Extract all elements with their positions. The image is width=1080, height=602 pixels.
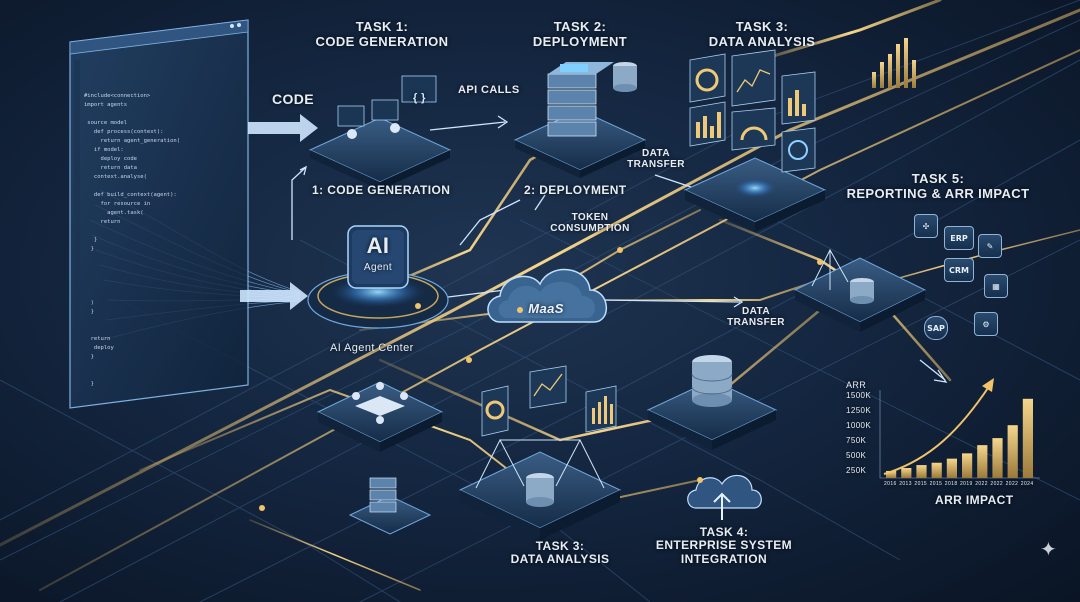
arr-x-tick: 2022 <box>1005 481 1019 487</box>
task3-bottom-label-text: TASK 3: DATA ANALYSIS <box>510 539 610 567</box>
arr-bar <box>901 468 912 478</box>
arr-y-tick: 750K <box>846 436 867 445</box>
arr-bar <box>946 458 957 478</box>
arr-x-tick: 2019 <box>960 481 973 487</box>
arr-y-tick: 500K <box>846 451 867 460</box>
gear-icon: ⚙ <box>974 312 998 336</box>
arr-bar <box>992 438 1003 478</box>
task2-label-text: TASK 2: DEPLOYMENT <box>532 19 628 49</box>
data-transfer-mid-label: DATA TRANSFER <box>727 306 785 328</box>
network-icon: ✣ <box>914 214 938 238</box>
step1-label: 1: CODE GENERATION <box>312 183 451 197</box>
arr-x-tick: 2015 <box>929 481 943 487</box>
task3-top-label: TASK 3: DATA ANALYSIS <box>708 19 816 49</box>
arr-y-axis-label: ARR <box>846 380 867 390</box>
code-arrows <box>240 114 318 310</box>
dashboard-icon <box>683 49 827 232</box>
arr-chart-bars <box>886 398 1033 478</box>
api-calls-label: API CALLS <box>458 84 520 96</box>
arr-impact-label: ARR IMPACT <box>935 493 1014 507</box>
arr-bar <box>931 462 942 478</box>
data-transfer-top-text: DATA TRANSFER <box>627 148 685 171</box>
flow-nodes <box>259 247 823 511</box>
agent-label: Agent <box>363 262 393 273</box>
arr-x-tick: 2024 <box>1020 481 1034 487</box>
task5-label-text: TASK 5: REPORTING & ARR IMPACT <box>846 171 1030 201</box>
agent-center-label: AI Agent Center <box>330 342 414 354</box>
task5-label: TASK 5: REPORTING & ARR IMPACT <box>846 171 1030 201</box>
code-label: CODE <box>272 91 315 107</box>
spark-icon: ✦ <box>1040 539 1057 561</box>
grid-icon: ▦ <box>984 274 1008 298</box>
task3-top-label-text: TASK 3: DATA ANALYSIS <box>708 19 816 49</box>
data-transfer-top-label: DATA TRANSFER <box>627 148 685 170</box>
bridge-icon <box>458 438 622 540</box>
arr-y-tick: 1000K <box>846 421 872 430</box>
task4-label: TASK 4: ENTERPRISE SYSTEM INTEGRATION <box>655 525 793 566</box>
bridge-database-platform <box>793 248 927 332</box>
erp-icon: ERP <box>944 226 974 250</box>
sap-icon: SAP <box>924 316 948 340</box>
upload-cloud-icon <box>687 474 762 520</box>
arr-bar <box>916 465 927 478</box>
crm-icon: CRM <box>944 258 974 282</box>
ai-agent-hub <box>307 225 449 329</box>
task1-label-text: TASK 1: CODE GENERATION <box>315 19 449 49</box>
database-icon <box>646 355 778 450</box>
arr-y-tick: 1500K <box>846 391 872 400</box>
arr-y-tick: 250K <box>846 466 867 475</box>
task1-label: TASK 1: CODE GENERATION <box>315 19 449 49</box>
maas-label: MaaS <box>528 301 564 316</box>
code-window-icon <box>69 19 249 409</box>
data-transfer-mid-text: DATA TRANSFER <box>727 306 785 329</box>
task2-label: TASK 2: DEPLOYMENT <box>532 19 628 49</box>
code-snippet: #include<connection> import agents sourc… <box>84 93 181 387</box>
task3-bottom-label: TASK 3: DATA ANALYSIS <box>510 539 610 567</box>
token-consumption-text: TOKEN CONSUMPTION <box>550 212 630 235</box>
arr-bar <box>1007 425 1018 478</box>
code-brackets-icon: { } <box>413 92 426 104</box>
server-icon <box>513 62 647 178</box>
connector-arrows <box>291 115 948 383</box>
arr-x-tick: 2013 <box>899 481 912 487</box>
tools-icon: ✎ <box>978 234 1002 258</box>
task4-label-text: TASK 4: ENTERPRISE SYSTEM INTEGRATION <box>655 525 793 566</box>
arr-x-tick: 2022 <box>975 481 988 487</box>
arr-x-tick: 2018 <box>944 481 958 487</box>
small-server-icon <box>348 477 432 535</box>
arr-bar <box>962 453 973 478</box>
growth-bars-icon <box>872 38 916 88</box>
arr-trend-arrow <box>883 384 991 475</box>
analysis-chart-marks <box>485 373 613 424</box>
ai-label: AI <box>366 233 390 258</box>
token-consumption-label: TOKEN CONSUMPTION <box>550 212 629 234</box>
arr-x-tick: 2015 <box>914 481 928 487</box>
arr-x-tick: 2016 <box>884 481 897 487</box>
team-icon <box>316 381 444 452</box>
arr-bar <box>1022 398 1033 478</box>
arr-y-tick: 1250K <box>846 406 872 415</box>
step2-label: 2: DEPLOYMENT <box>524 183 627 197</box>
arr-bar <box>977 445 988 478</box>
code-generation-platform <box>308 75 452 190</box>
arr-bar <box>886 470 897 478</box>
arr-x-tick: 2022 <box>990 481 1004 487</box>
arr-arrow-head <box>982 378 994 392</box>
